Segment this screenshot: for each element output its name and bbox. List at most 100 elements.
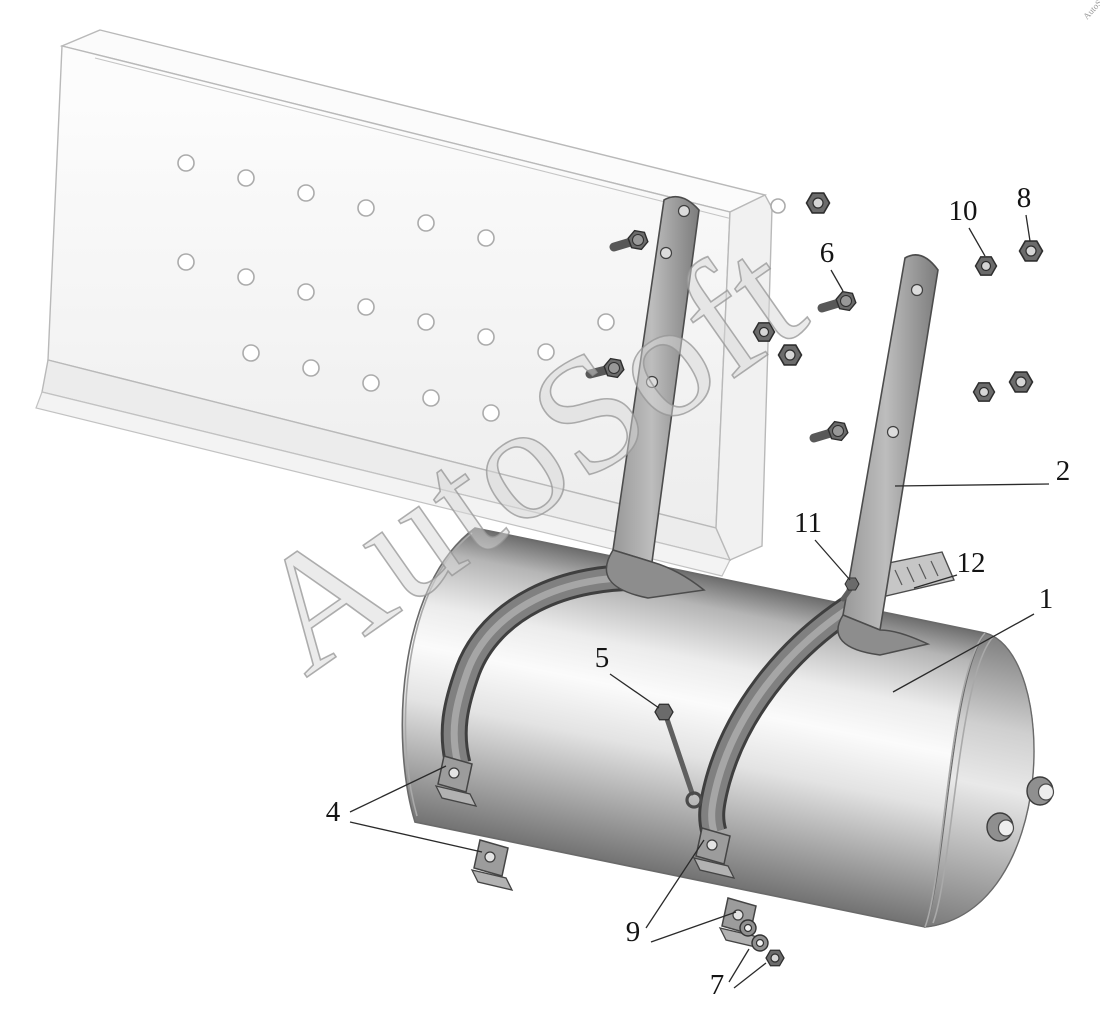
bolt-face xyxy=(832,425,844,437)
plate-serration xyxy=(918,563,927,580)
callout-leader-line-12 xyxy=(913,574,958,589)
bracket-hole xyxy=(910,283,924,297)
bolt xyxy=(585,358,625,379)
washer xyxy=(751,934,769,952)
callout-label-2: 2 xyxy=(1056,455,1071,487)
tank-strap-rear xyxy=(698,588,870,836)
tank-port-lower xyxy=(986,812,1015,842)
hex-nut xyxy=(779,345,802,365)
port-opening xyxy=(997,819,1015,837)
drain-pull-ring xyxy=(685,791,703,809)
strap-bolt-head xyxy=(845,578,859,590)
rail-hole xyxy=(477,229,495,247)
rail-hole xyxy=(417,214,435,232)
bracket-hole xyxy=(645,375,659,389)
tank-port-upper xyxy=(1026,776,1055,806)
rail-bottom-lip xyxy=(35,391,731,577)
bolt xyxy=(809,421,849,442)
hex-nut xyxy=(976,257,997,275)
bracket-hole xyxy=(659,246,673,260)
strap-tab-front-upper xyxy=(434,755,478,807)
hex-nut xyxy=(766,950,784,966)
rail-hole xyxy=(482,404,500,422)
strap-highlight xyxy=(450,573,656,765)
rail-holes xyxy=(177,154,786,422)
rail-hole xyxy=(297,184,315,202)
mounting-bracket-front xyxy=(605,195,706,599)
bracket-foot xyxy=(837,614,931,656)
fasteners xyxy=(585,193,1043,966)
callout-leader-line-11 xyxy=(814,539,851,581)
port-opening xyxy=(1037,783,1055,801)
callout-label-9: 9 xyxy=(626,916,641,948)
rail-hole xyxy=(357,199,375,217)
callout-leader-line-6 xyxy=(830,269,844,292)
rail-hole xyxy=(422,389,440,407)
hex-nut xyxy=(1020,241,1043,261)
strap-tab-rear-upper xyxy=(692,827,736,879)
bolt-face xyxy=(632,234,644,246)
bolt-face xyxy=(608,362,620,374)
rail-hole xyxy=(297,283,315,301)
rail-hole xyxy=(237,268,255,286)
bolt xyxy=(609,230,649,251)
rail-hole xyxy=(597,313,615,331)
callout-leader-line-1 xyxy=(892,613,1035,693)
plate-serration xyxy=(930,560,939,577)
washer xyxy=(739,919,757,937)
rail-hole xyxy=(177,253,195,271)
rail-hole xyxy=(537,343,555,361)
drain-valve xyxy=(655,704,703,809)
bolt xyxy=(817,291,857,312)
rail-flange-return xyxy=(94,57,753,225)
callout-label-12: 12 xyxy=(957,547,986,579)
tank-end-dome xyxy=(924,632,1035,928)
callout-label-4: 4 xyxy=(326,796,341,828)
tab-base xyxy=(692,857,736,879)
tank-dome-rim xyxy=(924,632,986,928)
callout-leader-line-4 xyxy=(349,821,483,853)
strap-anchor-plate xyxy=(873,551,955,597)
nut-hole xyxy=(770,953,780,963)
plate-serration xyxy=(906,566,915,583)
bracket-hole xyxy=(886,425,900,439)
callout-leader-line-9 xyxy=(645,839,705,929)
nut-hole xyxy=(1025,245,1037,257)
callout-label-1: 1 xyxy=(1039,583,1054,615)
hex-nut xyxy=(807,193,830,213)
rail-hole xyxy=(477,328,495,346)
washer-hole xyxy=(743,923,753,933)
nut-hole xyxy=(758,326,770,338)
callout-label-10: 10 xyxy=(949,195,978,227)
callout-leader-line-9 xyxy=(650,911,737,943)
hex-nut xyxy=(754,323,775,341)
drain-rod xyxy=(663,713,695,796)
rail-hole xyxy=(357,298,375,316)
hex-nut xyxy=(974,383,995,401)
tab-base xyxy=(434,785,478,807)
callout-leader-line-5 xyxy=(609,673,660,709)
tab-hole xyxy=(448,767,460,779)
rail-hole xyxy=(417,313,435,331)
tank-left-rim xyxy=(404,532,473,817)
rail-hole xyxy=(177,154,195,172)
bracket-strip xyxy=(842,254,939,632)
callout-leader-line-4 xyxy=(349,765,447,813)
callout-label-11: 11 xyxy=(794,507,822,539)
bracket-hole xyxy=(677,204,691,218)
callout-leader-line-7 xyxy=(728,948,750,983)
rail-hole xyxy=(770,198,786,214)
tab-hole xyxy=(484,851,496,863)
callout-leader-line-2 xyxy=(894,483,1050,487)
callout-label-6: 6 xyxy=(820,237,835,269)
frame-rail xyxy=(35,29,786,577)
callout-leader-line-7 xyxy=(733,962,767,989)
bracket-foot xyxy=(605,549,706,599)
tab-hole xyxy=(706,839,718,851)
tank-dome-rim-inner xyxy=(932,636,994,924)
strap-highlight xyxy=(708,597,864,833)
callout-label-5: 5 xyxy=(595,642,610,674)
nut-hole xyxy=(980,260,992,272)
